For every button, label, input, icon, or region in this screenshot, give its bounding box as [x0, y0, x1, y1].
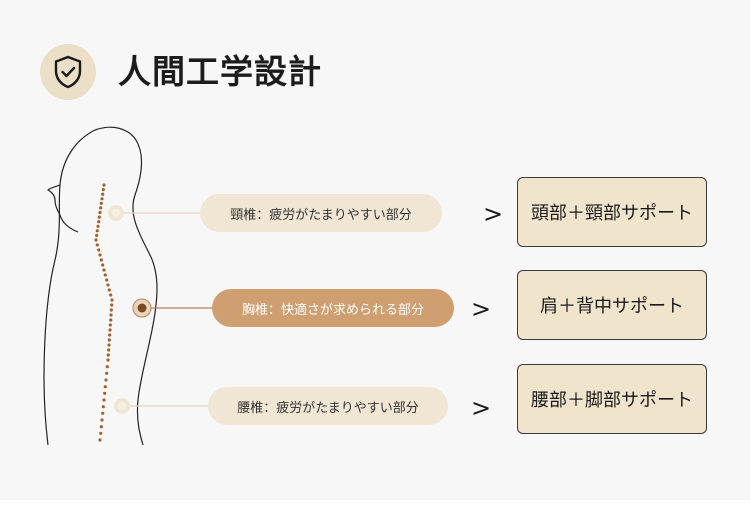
spine-dot [105, 278, 109, 282]
chevron-right-icon: > [471, 394, 492, 422]
spine-dot [100, 418, 104, 422]
spine-dot [95, 243, 99, 247]
thoracic-marker-core [137, 303, 147, 313]
spine-dot [98, 438, 102, 442]
spine-dot [110, 303, 114, 307]
cervical-label: 頸椎：疲労がたまりやすい部分 [230, 207, 412, 223]
spine-dot [95, 233, 99, 237]
spine-dot [107, 288, 111, 292]
spine-dot [99, 431, 103, 435]
spine-dot [110, 298, 114, 302]
spine-dot [101, 263, 105, 267]
shoulder-back-support-label: 肩＋背中サポート [540, 296, 684, 317]
spine-dot [101, 405, 105, 409]
thoracic-label-pill: 胸椎：快適さが求められる部分 [212, 289, 454, 327]
spine-dot [102, 268, 106, 272]
cervical-label-pill: 頸椎：疲労がたまりやすい部分 [200, 194, 442, 232]
spine-dot [107, 348, 111, 352]
bottom-band [0, 500, 750, 512]
spine-dots [94, 183, 114, 442]
spine-dot [104, 378, 108, 382]
head-neck-support-box: 頭部＋頸部サポート [517, 177, 707, 247]
spine-dot [107, 343, 111, 347]
cervical-marker-core [112, 209, 120, 217]
chevron-right-icon: > [483, 200, 504, 228]
spine-dot [97, 220, 101, 224]
head-neck-support-label: 頭部＋頸部サポート [531, 203, 693, 224]
spine-dot [109, 313, 113, 317]
chevron-right-icon: > [471, 295, 492, 323]
spine-dot [107, 338, 111, 342]
spine-dot [103, 391, 107, 395]
lumbar-label-pill: 腰椎：疲労がたまりやすい部分 [208, 387, 448, 425]
spine-dot [102, 398, 106, 402]
spine-dot [101, 411, 105, 415]
spine-dot [99, 201, 103, 205]
waist-leg-support-label: 腰部＋脚部サポート [531, 390, 693, 411]
spine-dot [106, 353, 110, 357]
spine-dot [99, 258, 103, 262]
spine-dot [99, 425, 103, 429]
spine-dot [106, 358, 110, 362]
spine-dot [103, 273, 107, 277]
spine-dot [95, 229, 99, 233]
spine-dot [97, 215, 101, 219]
shoulder-back-support-box: 肩＋背中サポート [517, 270, 707, 340]
spine-dot [103, 385, 107, 389]
shield-check-icon [40, 44, 96, 100]
thoracic-label: 胸椎：快適さが求められる部分 [241, 302, 424, 318]
spine-dot [101, 188, 105, 192]
spine-dot [98, 253, 102, 257]
spine-dot [94, 238, 98, 242]
spine-dot [100, 197, 104, 201]
spine-dot [99, 206, 103, 210]
spine-dot [108, 328, 112, 332]
spine-dot [98, 210, 102, 215]
spine-dot [97, 248, 101, 252]
spine-dot [108, 333, 112, 337]
spine-dot [109, 308, 113, 312]
spine-dot [109, 318, 113, 322]
lumbar-marker-core [118, 402, 126, 410]
page-title: 人間工学設計 [118, 52, 322, 91]
spine-dot [96, 224, 100, 228]
lumbar-label: 腰椎：疲労がたまりやすい部分 [237, 400, 419, 416]
spine-dot [106, 283, 110, 287]
spine-dot [105, 371, 109, 375]
spine-dot [101, 192, 105, 196]
spine-dot [108, 323, 112, 327]
spine-dot [102, 183, 106, 187]
waist-leg-support-box: 腰部＋脚部サポート [517, 364, 707, 434]
spine-dot [105, 365, 109, 369]
spine-dot [109, 293, 113, 297]
